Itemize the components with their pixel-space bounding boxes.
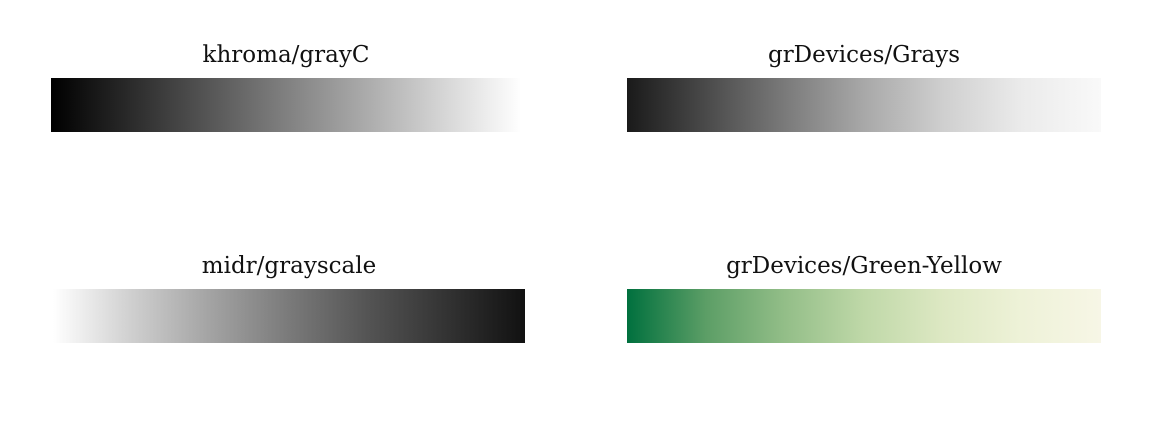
palette-gradient-bar xyxy=(51,78,521,132)
palette-gradient-bar xyxy=(53,289,525,343)
palette-title: grDevices/Grays xyxy=(767,42,961,68)
palette-title: khroma/grayC xyxy=(202,42,370,68)
palette-title: midr/grayscale xyxy=(201,253,377,279)
palette-title: grDevices/Green-Yellow xyxy=(726,253,1002,279)
palette-gradient-bar xyxy=(627,78,1101,132)
palette-gradient-bar xyxy=(627,289,1101,343)
